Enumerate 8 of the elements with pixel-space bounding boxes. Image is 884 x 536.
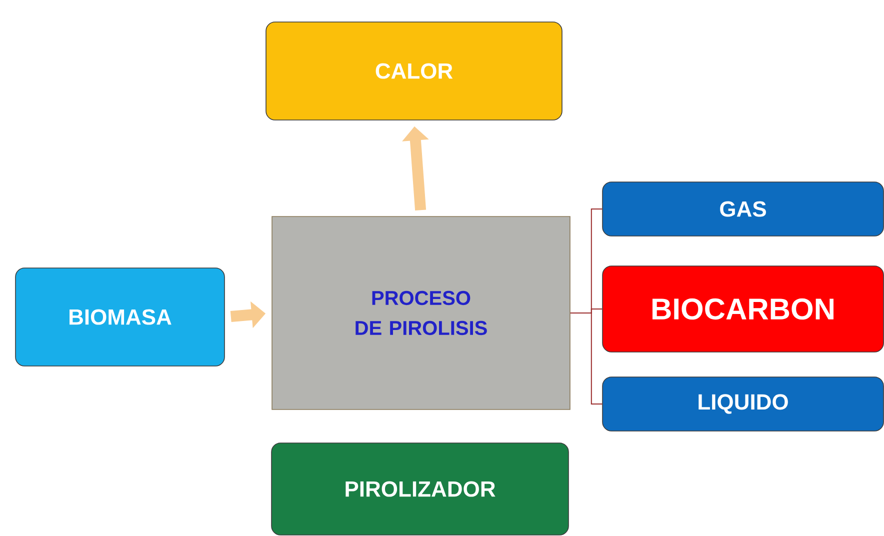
output-box: GAS [602,182,884,236]
output-box: LIQUIDO [602,376,884,432]
device-box: PIROLIZADOR [271,442,569,536]
bracket-line [570,312,603,404]
output-box: BIOCARBON [602,266,884,352]
process-box: PROCESO DE PIROLISIS [272,216,570,410]
process-box: CALOR [266,22,562,120]
input-box: BIOMASA [15,268,225,366]
